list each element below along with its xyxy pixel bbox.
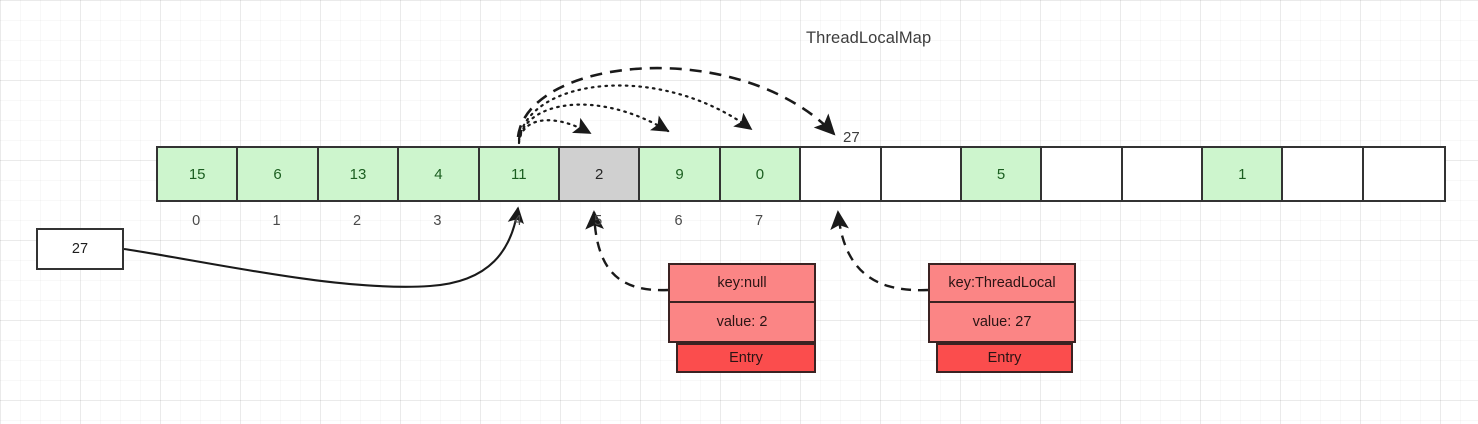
- array-cell-1: 6: [238, 148, 319, 200]
- array-cell-5: 2: [559, 148, 641, 200]
- array-cell-8: [801, 148, 882, 200]
- entry-key-field: key:ThreadLocal: [928, 263, 1076, 303]
- array-index-1: 1: [272, 213, 281, 229]
- array-cell-value: 9: [675, 165, 684, 183]
- array-cell-0: 15: [158, 148, 239, 200]
- entry-value-field: value: 2: [668, 303, 816, 343]
- array-cell-4: 11: [479, 148, 560, 200]
- array-index-4: 4: [513, 213, 522, 229]
- array-cell-value: 1: [1238, 165, 1247, 183]
- entry-type-label: Entry: [676, 343, 816, 373]
- hash-table-array: 15 6 13 4 11 2 9 0 5 1: [156, 146, 1447, 202]
- entry-key-field: key:null: [668, 263, 816, 303]
- array-cell-12: [1122, 148, 1204, 200]
- link-new-entry-to-slot8: [830, 210, 929, 292]
- array-cell-14: [1283, 148, 1364, 200]
- array-cell-value: 2: [594, 165, 604, 183]
- array-cell-value: 5: [996, 165, 1006, 183]
- array-index-2: 2: [352, 213, 362, 229]
- incoming-value-box: 27: [36, 228, 124, 270]
- incoming-value-label: 27: [71, 241, 89, 257]
- array-index-0: 0: [192, 213, 201, 229]
- array-cell-11: [1042, 148, 1123, 200]
- array-cell-2: 13: [318, 148, 400, 200]
- entry-card-stale: key:null value: 2 Entry: [668, 263, 816, 373]
- array-cell-15: [1363, 148, 1445, 200]
- array-index-6: 6: [674, 213, 683, 229]
- array-index-5: 5: [594, 213, 603, 229]
- array-cell-value: 13: [349, 165, 367, 183]
- array-cell-13: 1: [1203, 148, 1284, 200]
- entry-type-label: Entry: [936, 343, 1073, 373]
- insertion-value-label: 27: [843, 129, 860, 146]
- array-cell-value: 4: [434, 165, 443, 183]
- insertion-arc: [516, 66, 836, 138]
- entry-value-field: value: 27: [928, 303, 1076, 343]
- array-cell-7: 0: [720, 148, 802, 200]
- page-title: ThreadLocalMap: [806, 29, 932, 47]
- array-cell-9: [881, 148, 962, 200]
- entry-card-new: key:ThreadLocal value: 27 Entry: [928, 263, 1076, 373]
- array-cell-value: 15: [188, 165, 206, 183]
- probe-arcs: [517, 84, 753, 145]
- array-cell-3: 4: [399, 148, 480, 200]
- array-index-3: 3: [433, 213, 442, 229]
- array-index-7: 7: [754, 213, 764, 229]
- array-cell-10: 5: [961, 148, 1043, 200]
- array-cell-6: 9: [640, 148, 721, 200]
- array-cell-value: 6: [273, 165, 282, 183]
- array-cell-value: 0: [755, 165, 765, 183]
- array-cell-value: 11: [510, 165, 527, 183]
